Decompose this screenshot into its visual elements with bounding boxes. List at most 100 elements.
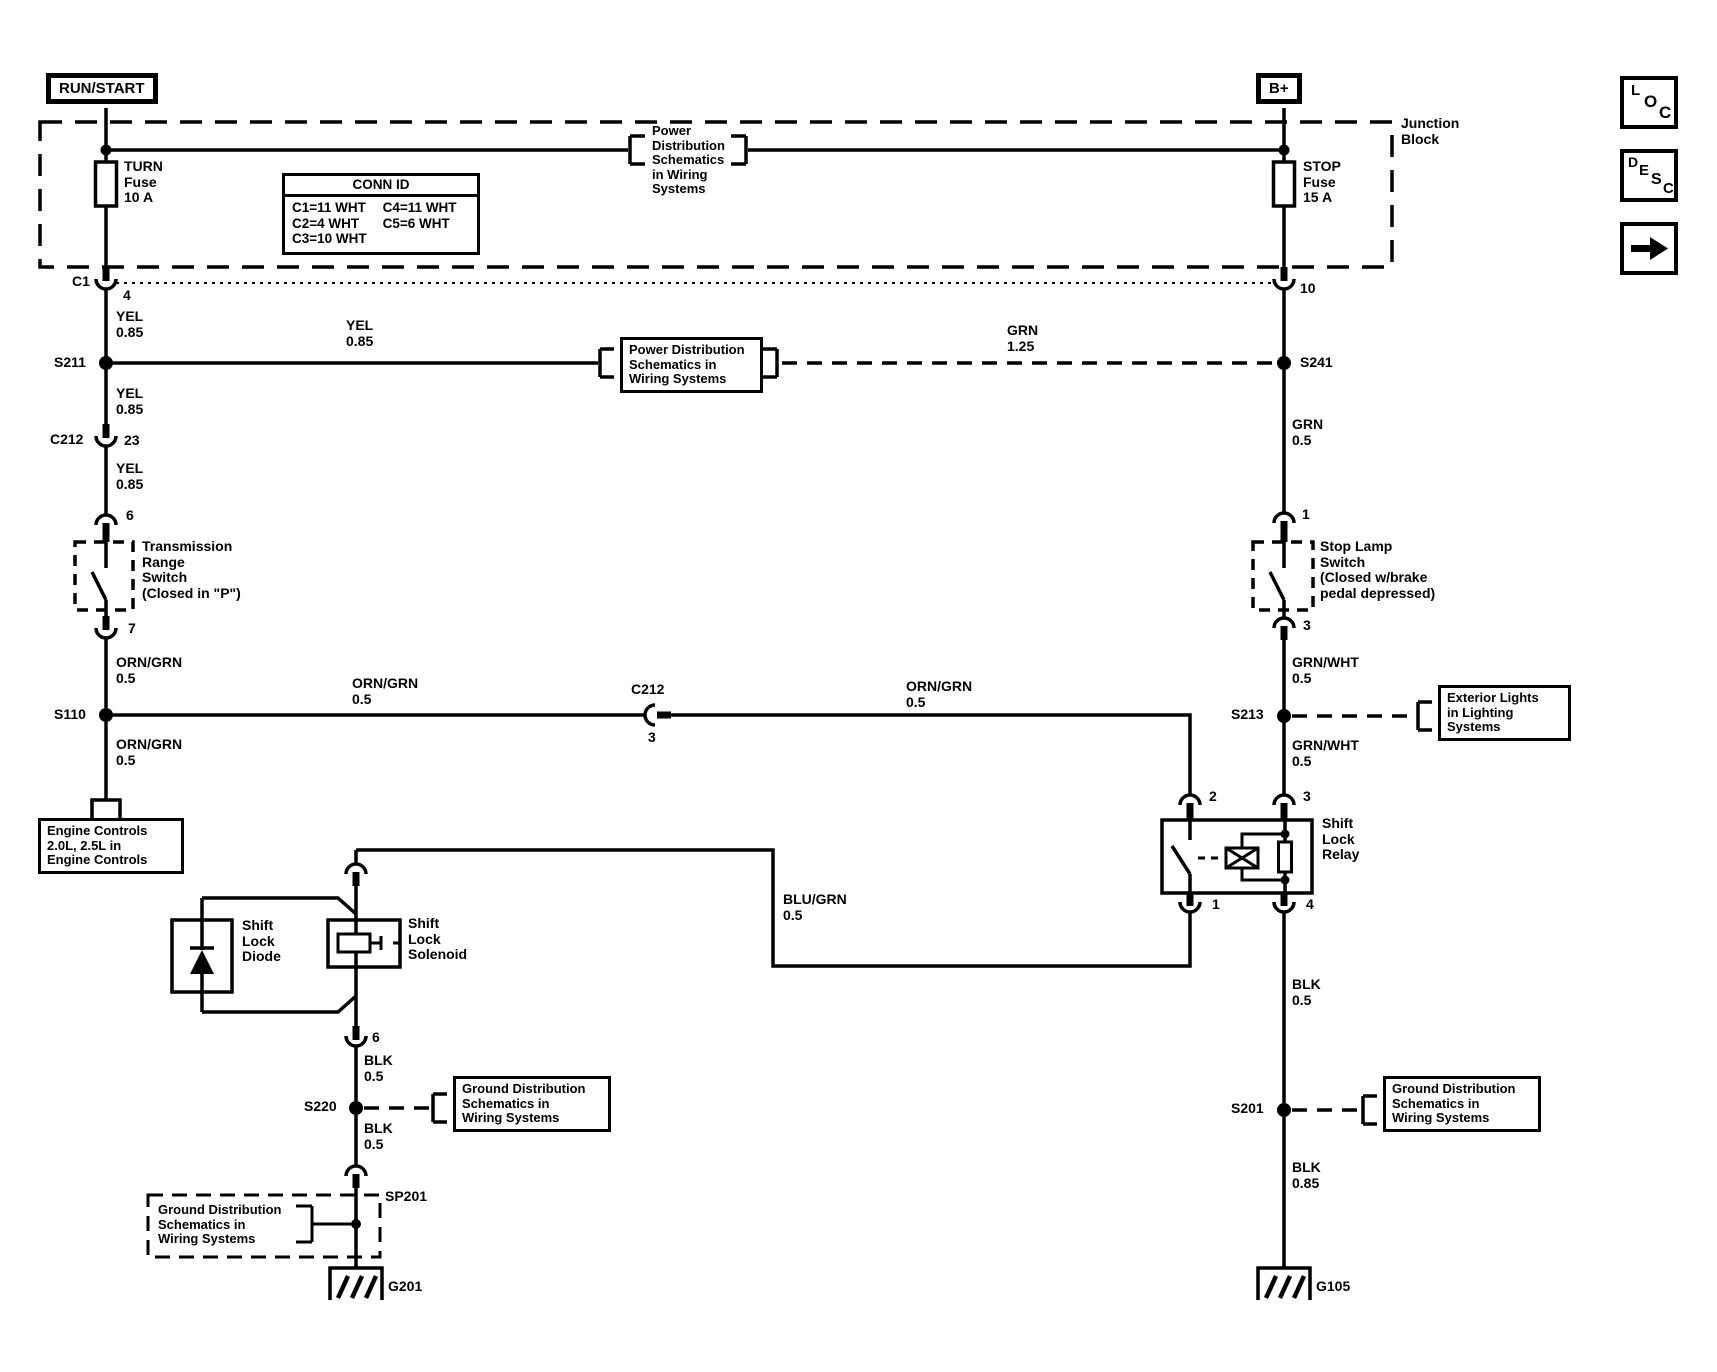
shift-lock-relay-label: Shift Lock Relay — [1322, 815, 1360, 862]
relay-pin2-label: 2 — [1209, 788, 1217, 804]
splice-s213-label: S213 — [1231, 706, 1264, 722]
wire-label-blk-085: BLK 0.85 — [1292, 1159, 1321, 1191]
connector-c212-left-pin: 23 — [124, 432, 140, 448]
g105-ground-symbol — [1256, 1266, 1312, 1300]
wire-label-yel-c1: YEL 0.85 — [116, 308, 144, 340]
next-page-button[interactable] — [1620, 222, 1678, 275]
b-plus-feed: B+ — [1256, 73, 1302, 104]
connector-c1-pin: 4 — [123, 287, 131, 303]
connector-relay-pin4-glyph — [1272, 893, 1296, 914]
connector-pin10-glyph — [1272, 267, 1296, 291]
wire-label-blk-2: BLK 0.5 — [364, 1120, 393, 1152]
splice-s220-label: S220 — [304, 1098, 337, 1114]
conn-id-col1: C1=11 WHT C2=4 WHT C3=10 WHT — [292, 200, 367, 246]
wire-label-grn-125: GRN 1.25 — [1007, 322, 1039, 354]
wire-label-blk-1: BLK 0.5 — [364, 1052, 393, 1084]
stop-lamp-switch-label: Stop Lamp Switch (Closed w/brake pedal d… — [1320, 538, 1436, 601]
shift-lock-diode-symbol — [170, 896, 358, 1014]
connector-c1-glyph — [94, 267, 118, 291]
connector-c212-left-label: C212 — [50, 431, 84, 447]
connector-trs-pin7-glyph — [94, 616, 118, 640]
transmission-range-switch-symbol — [73, 540, 135, 612]
connector-c212-mid-pin: 3 — [648, 729, 656, 745]
wire-label-grnwht-1: GRN/WHT 0.5 — [1292, 654, 1359, 686]
connector-solenoid-pin6-glyph — [344, 1026, 368, 1048]
ground-g201-label: G201 — [388, 1278, 423, 1294]
splice-sp201-label: SP201 — [385, 1188, 428, 1204]
turn-fuse-label: TURN Fuse 10 A — [124, 158, 163, 205]
transmission-range-switch-label: Transmission Range Switch (Closed in "P"… — [142, 538, 241, 601]
connector-solenoid-pin3-glyph — [344, 862, 368, 886]
sls-pin3-label: 3 — [1303, 617, 1311, 633]
shift-lock-solenoid-label: Shift Lock Solenoid — [408, 915, 468, 962]
wire-label-orn-3: ORN/GRN 0.5 — [116, 736, 183, 768]
ground-distribution-note-box-s201: Ground Distribution Schematics in Wiring… — [1383, 1076, 1541, 1132]
splice-s201-label: S201 — [1231, 1100, 1264, 1116]
shift-lock-relay-symbol — [1160, 818, 1314, 895]
splice-s110-label: S110 — [54, 706, 86, 722]
wire-label-blugrn: BLU/GRN 0.5 — [783, 891, 847, 923]
conn-id-title: CONN ID — [285, 176, 477, 197]
splice-dots — [99, 144, 1291, 1117]
conn-id-col2: C4=11 WHT C5=6 WHT — [382, 200, 457, 231]
connector-c1-label: C1 — [72, 273, 90, 289]
conn-id-table: CONN ID C1=11 WHT C2=4 WHT C3=10 WHT C4=… — [282, 173, 480, 255]
connector-c212-left-glyph — [94, 424, 118, 448]
connector-sls-pin1-glyph — [1272, 511, 1296, 542]
connector-relay-pin2-glyph — [1178, 793, 1202, 820]
splice-s211-label: S211 — [54, 354, 86, 370]
wire-label-orn-4: ORN/GRN 0.5 — [906, 678, 973, 710]
connector-relay-pin3-glyph — [1272, 793, 1296, 820]
stop-fuse-symbol — [1271, 160, 1297, 208]
s201-note-link — [1292, 1094, 1377, 1126]
stop-fuse-label: STOP Fuse 15 A — [1303, 158, 1341, 205]
sp201-note-box — [146, 1193, 382, 1259]
wire-label-orn-2: ORN/GRN 0.5 — [352, 675, 419, 707]
ground-g105-label: G105 — [1316, 1278, 1351, 1294]
relay-pin1-label: 1 — [1212, 896, 1220, 912]
trs-pin6-label: 6 — [126, 507, 134, 523]
g201-ground-symbol — [328, 1266, 384, 1300]
orn-grn-run-wire — [113, 713, 1192, 795]
wire-label-grnwht-2: GRN/WHT 0.5 — [1292, 737, 1359, 769]
engine-controls-note-box: Engine Controls 2.0L, 2.5L in Engine Con… — [38, 818, 184, 874]
wire-label-yel-2: YEL 0.85 — [116, 385, 144, 417]
wire-label-yel-3: YEL 0.85 — [116, 460, 144, 492]
stop-lamp-switch-symbol — [1251, 540, 1315, 612]
connector-relay-pin1-glyph — [1178, 893, 1202, 914]
wire-label-blk-3: BLK 0.5 — [1292, 976, 1321, 1008]
power-distribution-note-box: Power Distribution Schematics in Wiring … — [620, 337, 763, 393]
s211-row-wire — [113, 347, 1277, 379]
shift-lock-solenoid-symbol — [326, 918, 402, 969]
junction-block-outline — [38, 120, 1394, 269]
bus-note-brackets — [628, 134, 748, 166]
connector-sp201-glyph — [344, 1164, 368, 1188]
connector-trs-pin6-glyph — [94, 513, 118, 542]
s220-note-link — [364, 1092, 447, 1124]
blu-grn-run-wire — [356, 848, 1192, 968]
connector-c212-mid-glyph — [643, 703, 671, 727]
ground-distribution-note-box-s220: Ground Distribution Schematics in Wiring… — [453, 1076, 611, 1132]
loc-button[interactable]: L O C — [1620, 76, 1678, 129]
shift-lock-diode-label: Shift Lock Diode — [242, 917, 281, 964]
s213-note-link — [1292, 700, 1432, 732]
relay-pin3-label: 3 — [1303, 788, 1311, 804]
connector-c212-mid-label: C212 — [631, 681, 665, 697]
wire-label-yel-run: YEL 0.85 — [346, 317, 374, 349]
relay-pin4-label: 4 — [1306, 896, 1314, 912]
connector-sls-pin3-glyph — [1272, 616, 1296, 640]
bus-wire — [104, 108, 1286, 267]
wire-label-orn-1: ORN/GRN 0.5 — [116, 654, 183, 686]
junction-block-label: Junction Block — [1401, 115, 1460, 147]
power-distribution-inline-note: Power Distribution Schematics in Wiring … — [652, 123, 725, 196]
desc-button[interactable]: D E S C — [1620, 149, 1678, 202]
trs-pin7-label: 7 — [128, 620, 136, 636]
turn-fuse-symbol — [93, 160, 119, 208]
right-arrow-icon — [1631, 237, 1668, 260]
wire-label-grn-05: GRN 0.5 — [1292, 416, 1324, 448]
ground-distribution-note-sp201: Ground Distribution Schematics in Wiring… — [158, 1202, 282, 1246]
exterior-lights-note-box: Exterior Lights in Lighting Systems — [1438, 685, 1571, 741]
sls-pin1-label: 1 — [1302, 506, 1310, 522]
